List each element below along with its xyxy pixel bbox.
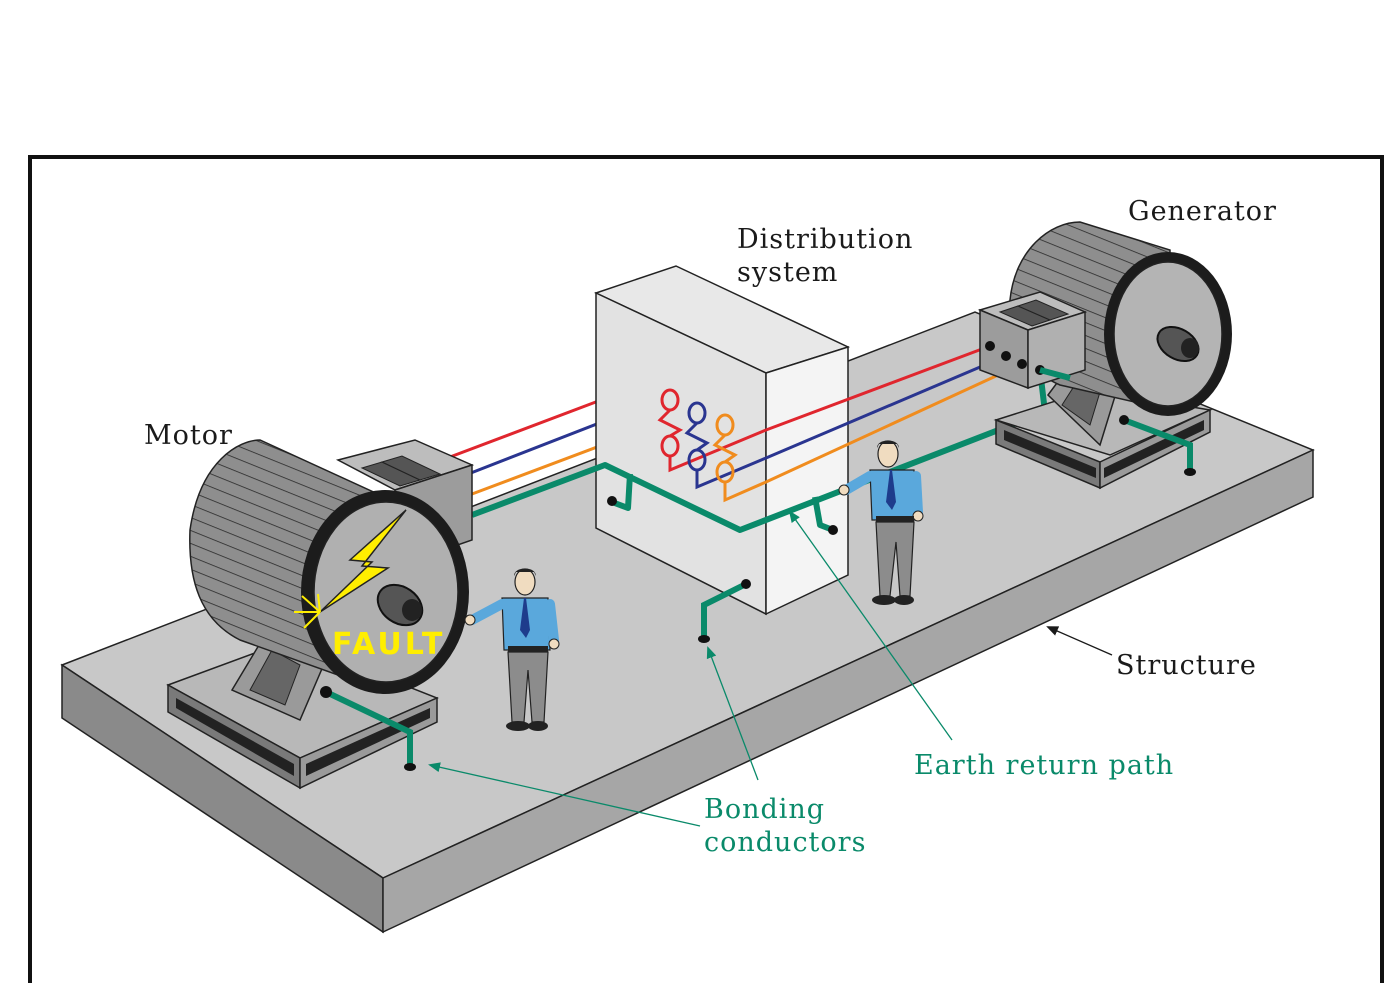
phase-conductors-right [765,344,1023,484]
distribution-label-line1: Distribution [737,224,913,255]
earth-return-label: Earth return path [914,750,1174,781]
structure-label: Structure [1116,650,1257,681]
bonding-label-line2: conductors [704,827,866,858]
bonding-conductor-generator [1039,367,1196,476]
generator-icon [977,221,1232,490]
motor-icon: FAULT [166,439,475,790]
distribution-label-line2: system [737,257,838,288]
person-icon-2 [838,440,924,605]
motor-label: Motor [144,420,233,451]
distribution-box-icon [593,265,851,616]
bonding-conductor-distribution [698,579,751,643]
person-icon [464,568,560,731]
fault-label: FAULT [332,627,445,662]
leader-lines [428,510,1113,827]
fuse-set [657,388,767,503]
generator-label: Generator [1128,196,1277,227]
bonding-label-line1: Bonding [704,794,825,825]
bonding-conductor-motor [320,686,416,771]
